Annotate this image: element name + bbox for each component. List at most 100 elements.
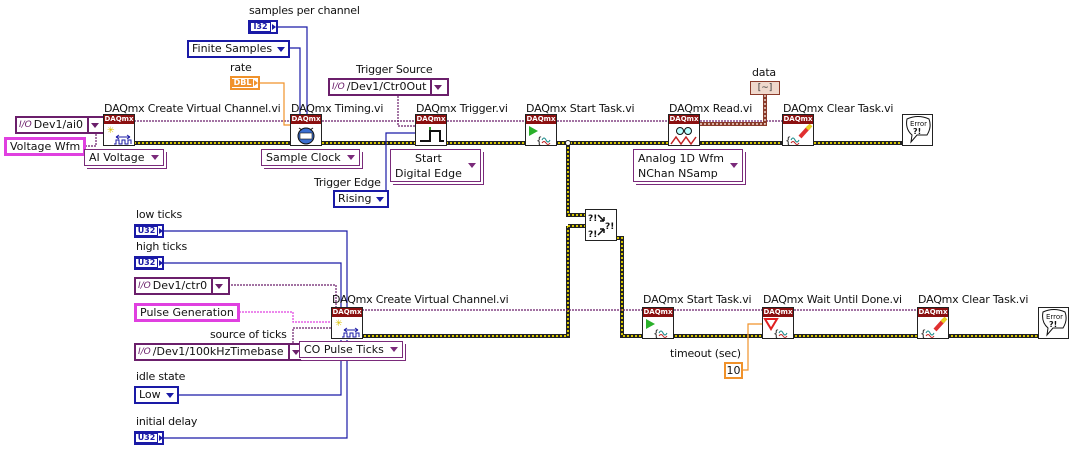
start-task-icon: { bbox=[526, 124, 556, 147]
dropdown-arrow-icon bbox=[215, 283, 224, 289]
svg-text:?!: ?! bbox=[605, 222, 614, 232]
vi-label-clear-task-co: DAQmx Clear Task.vi bbox=[918, 293, 1029, 306]
sample-mode-enum[interactable]: Finite Samples bbox=[187, 40, 291, 58]
polymorphic-selector-ai-voltage[interactable]: AI Voltage bbox=[84, 149, 164, 166]
dropdown-arrow-icon bbox=[389, 347, 398, 352]
svg-text:?!: ?! bbox=[1049, 320, 1057, 329]
vi-label-create-channel-co: DAQmx Create Virtual Channel.vi bbox=[332, 293, 509, 306]
error-wire-top bbox=[134, 140, 1040, 338]
low-ticks-label: low ticks bbox=[136, 208, 182, 221]
task-wire-bottom bbox=[213, 284, 918, 311]
trigger-vi[interactable]: DAQmx bbox=[415, 114, 447, 146]
source-of-ticks-control[interactable]: I/O/Dev1/100kHzTimebase bbox=[134, 343, 307, 361]
task-wire-top bbox=[82, 96, 782, 147]
vi-label-trigger: DAQmx Trigger.vi bbox=[416, 102, 508, 115]
rate-control[interactable]: DBL bbox=[230, 76, 260, 90]
output-terminal-icon bbox=[159, 228, 164, 234]
initial-delay-control[interactable]: U32 bbox=[134, 431, 164, 445]
dropdown-arrow-icon bbox=[150, 155, 159, 160]
output-terminal-icon bbox=[159, 435, 164, 441]
clear-task-co-vi[interactable]: DAQmx { bbox=[917, 307, 949, 340]
io-name-icon: I/O bbox=[138, 347, 151, 357]
svg-text:{: { bbox=[785, 136, 791, 146]
merge-errors-function[interactable]: ?!?!?! bbox=[585, 209, 617, 241]
low-ticks-control[interactable]: U32 bbox=[134, 224, 164, 238]
svg-text:Error: Error bbox=[910, 120, 927, 128]
simple-error-handler-bottom[interactable]: Error?! bbox=[1038, 307, 1069, 339]
wait-until-done-icon: { bbox=[763, 317, 793, 340]
read-icon bbox=[669, 124, 699, 146]
dropdown-arrow-icon bbox=[376, 196, 385, 202]
name-to-assign-string[interactable]: Voltage Wfm bbox=[4, 137, 87, 156]
create-virtual-channel-co-vi[interactable]: DAQmx ✳ bbox=[331, 307, 363, 339]
timing-clock-icon bbox=[291, 124, 321, 145]
initial-delay-label: initial delay bbox=[136, 415, 198, 428]
vi-label-wait-until-done: DAQmx Wait Until Done.vi bbox=[763, 293, 902, 306]
numeric-wires-bottom bbox=[164, 230, 762, 439]
clear-task-vi[interactable]: DAQmx { bbox=[782, 114, 814, 147]
trigger-edge-enum[interactable]: Rising bbox=[333, 190, 390, 208]
read-vi[interactable]: DAQmx bbox=[668, 114, 700, 146]
simple-error-handler-top[interactable]: Error?! bbox=[902, 114, 933, 146]
vi-label-read: DAQmx Read.vi bbox=[669, 102, 753, 115]
start-task-co-vi[interactable]: DAQmx { bbox=[642, 307, 674, 340]
high-ticks-control[interactable]: U32 bbox=[134, 256, 164, 270]
polymorphic-selector-co-pulse-ticks[interactable]: CO Pulse Ticks bbox=[299, 341, 403, 358]
dropdown-arrow-icon bbox=[291, 349, 300, 355]
io-name-icon: I/O bbox=[138, 281, 151, 291]
polymorphic-selector-sample-clock[interactable]: Sample Clock bbox=[261, 149, 360, 166]
polymorphic-selector-analog-1d-wfm[interactable]: Analog 1D Wfm NChan NSamp bbox=[633, 149, 743, 182]
idle-state-enum[interactable]: Low bbox=[134, 386, 179, 404]
svg-text:{: { bbox=[773, 329, 779, 339]
dropdown-arrow-icon bbox=[434, 84, 443, 90]
dropdown-arrow-icon bbox=[467, 163, 476, 168]
create-channel-icon: ✳ bbox=[332, 317, 362, 338]
polymorphic-selector-start-digital-edge[interactable]: Start Digital Edge bbox=[390, 149, 481, 182]
output-terminal-icon bbox=[159, 260, 164, 266]
io-name-icon: I/O bbox=[19, 120, 32, 130]
output-terminal-icon bbox=[254, 80, 259, 86]
dropdown-arrow-icon bbox=[165, 392, 174, 398]
wait-until-done-vi[interactable]: DAQmx { bbox=[762, 307, 794, 340]
vi-label-start-task-co: DAQmx Start Task.vi bbox=[643, 293, 752, 306]
clear-task-icon: { bbox=[918, 316, 948, 340]
svg-text:?!: ?! bbox=[913, 127, 921, 136]
dropdown-arrow-icon bbox=[346, 155, 355, 160]
svg-text:✳: ✳ bbox=[107, 126, 115, 136]
vi-label-timing: DAQmx Timing.vi bbox=[291, 102, 384, 115]
source-of-ticks-label: source of ticks bbox=[210, 328, 287, 341]
timeout-constant[interactable]: 10 bbox=[724, 362, 743, 379]
dropdown-arrow-icon bbox=[91, 122, 100, 128]
start-task-icon: { bbox=[643, 317, 673, 340]
samples-per-channel-control[interactable]: I32 bbox=[248, 20, 278, 34]
samples-per-channel-label: samples per channel bbox=[249, 4, 360, 17]
merge-errors-icon: ?!?!?! bbox=[588, 214, 614, 240]
create-channel-icon: ✳ bbox=[104, 124, 134, 145]
pulse-generation-string[interactable]: Pulse Generation bbox=[134, 303, 240, 322]
dropdown-arrow-icon bbox=[729, 163, 738, 168]
timing-vi[interactable]: DAQmx bbox=[290, 114, 322, 146]
error-handler-icon: Error?! bbox=[906, 116, 931, 144]
start-task-vi[interactable]: DAQmx { bbox=[525, 114, 557, 147]
waveform-array-icon: [~] bbox=[757, 83, 773, 93]
svg-text:?!: ?! bbox=[588, 214, 597, 224]
create-virtual-channel-vi[interactable]: DAQmx ✳ bbox=[103, 114, 135, 146]
svg-text:{: { bbox=[653, 329, 659, 339]
error-handler-icon: Error?! bbox=[1042, 309, 1067, 337]
svg-text:✳: ✳ bbox=[335, 319, 343, 329]
data-indicator[interactable]: [~] bbox=[750, 81, 780, 95]
io-name-icon: I/O bbox=[332, 82, 345, 92]
vi-label-start-task: DAQmx Start Task.vi bbox=[526, 102, 635, 115]
svg-text:Error: Error bbox=[1046, 313, 1063, 321]
rate-label: rate bbox=[230, 61, 252, 74]
svg-text:?!: ?! bbox=[588, 230, 597, 240]
high-ticks-label: high ticks bbox=[136, 240, 187, 253]
trigger-source-control[interactable]: I/O/Dev1/Ctr0Out bbox=[328, 78, 450, 96]
output-terminal-icon bbox=[271, 24, 276, 30]
waveform-wire bbox=[700, 95, 767, 126]
timeout-label: timeout (sec) bbox=[670, 347, 741, 360]
svg-text:{: { bbox=[536, 136, 542, 146]
